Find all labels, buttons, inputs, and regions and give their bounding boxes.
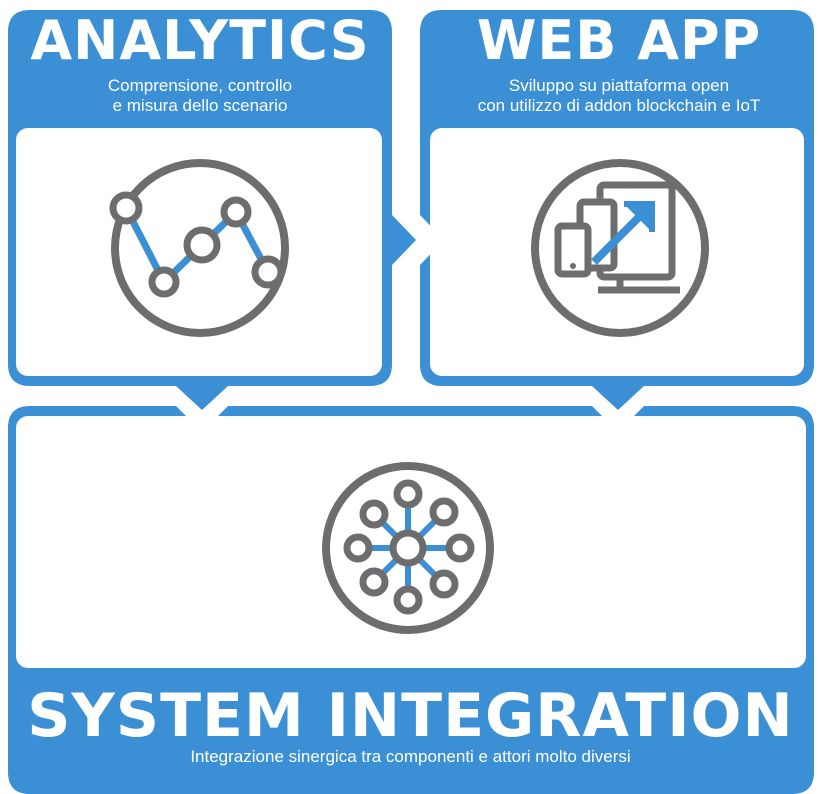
analytics-subtitle-line-1: Comprensione, controllo (107, 76, 293, 95)
line-chart-nodes-icon (109, 159, 289, 337)
hub-network-icon (322, 462, 494, 634)
devices-growth-arrow-icon (531, 159, 709, 337)
analytics-title: ANALYTICS (30, 9, 370, 72)
web-app-subtitle-line-1: Sviluppo su piattaforma open (508, 76, 730, 95)
analytics-subtitle-line-2: e misura dello scenario (112, 96, 288, 115)
web-app-subtitle-line-2: con utilizzo di addon blockchain e IoT (477, 96, 761, 115)
system-integration-title: SYSTEM INTEGRATION (27, 681, 794, 751)
system-integration-subtitle: Integrazione sinergica tra componenti e … (190, 747, 631, 766)
web-app-title: WEB APP (476, 9, 762, 72)
